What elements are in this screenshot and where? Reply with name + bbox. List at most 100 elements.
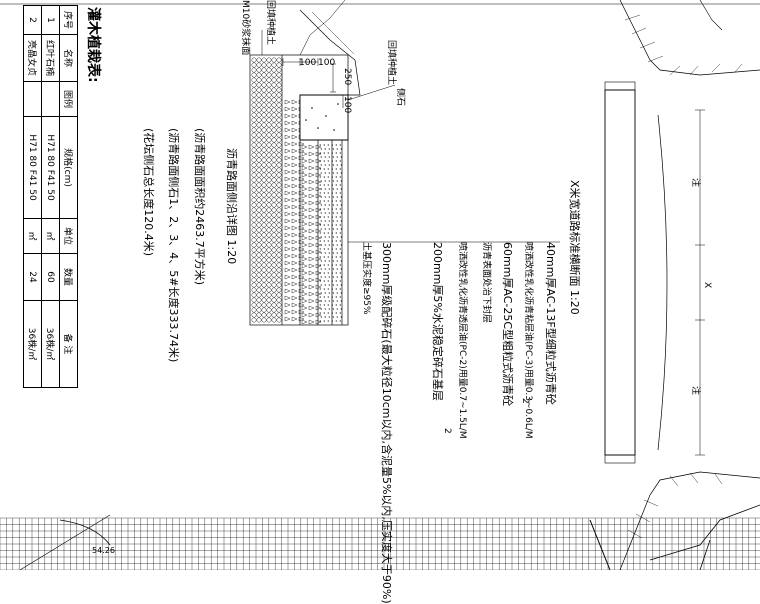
gravel-mark: [291, 106, 298, 112]
asphalt-mark: [323, 208, 325, 210]
aggregate-mark: [266, 82, 272, 88]
aggregate-mark: [251, 247, 257, 253]
aggregate-mark: [261, 212, 267, 218]
header-cell: 名称: [59, 34, 78, 82]
aggregate-mark: [251, 222, 257, 228]
aggregate-mark: [261, 257, 267, 263]
aggregate-mark: [256, 87, 262, 93]
gravel-mark: [315, 207, 322, 213]
header-cell: 规格(cm): [59, 116, 78, 219]
asphalt-mark: [328, 156, 330, 158]
gravel-mark: [301, 228, 308, 234]
gravel-mark: [298, 190, 305, 196]
road-cross-section: [604, 0, 760, 570]
drawing-canvas: [0, 0, 760, 570]
asphalt-mark: [320, 308, 322, 310]
aggregate-mark: [256, 212, 262, 218]
asphalt-mark: [319, 184, 321, 186]
aggregate-mark: [276, 57, 282, 63]
asphalt-mark: [340, 212, 342, 214]
aggregate-mark: [271, 132, 277, 138]
asphalt-mark: [332, 260, 334, 262]
aggregate-mark: [261, 147, 267, 153]
asphalt-mark: [323, 200, 325, 202]
aggregate-mark: [251, 107, 257, 113]
aggregate-mark: [276, 142, 282, 148]
label-soil-2: 回填种植土: [386, 40, 396, 86]
asphalt-mark: [336, 268, 338, 270]
asphalt-mark: [320, 164, 322, 166]
aggregate-mark: [256, 157, 262, 163]
aggregate-mark: [266, 182, 272, 188]
gravel-mark: [298, 183, 305, 189]
aggregate-mark: [251, 297, 257, 303]
table-cell: 2: [23, 5, 42, 35]
aggregate-mark: [256, 62, 262, 68]
asphalt-mark: [320, 300, 322, 302]
aggregate-mark: [266, 237, 272, 243]
aggregate-mark: [276, 232, 282, 238]
header-cell: 单位: [59, 218, 78, 254]
aggregate-mark: [271, 207, 277, 213]
aggregate-mark: [261, 92, 267, 98]
asphalt-mark: [323, 240, 325, 242]
aggregate-mark: [261, 172, 267, 178]
aggregate-mark: [261, 177, 267, 183]
gravel-mark: [298, 204, 305, 210]
asphalt-mark: [328, 164, 330, 166]
aggregate-mark: [251, 232, 257, 238]
aggregate-mark: [261, 262, 267, 268]
aggregate-mark: [256, 192, 262, 198]
gravel-mark: [308, 179, 315, 185]
asphalt-mark: [340, 244, 342, 246]
aggregate-mark: [271, 147, 277, 153]
aggregate-mark: [251, 92, 257, 98]
asphalt-mark: [335, 176, 337, 178]
aggregate-mark: [266, 297, 272, 303]
asphalt-mark: [336, 228, 338, 230]
asphalt-mark: [319, 200, 321, 202]
aggregate-mark: [251, 122, 257, 128]
asphalt-mark: [320, 268, 322, 270]
aggregate-mark: [256, 57, 262, 63]
asphalt-mark: [323, 296, 325, 298]
asphalt-mark: [324, 292, 326, 294]
aggregate-mark: [266, 122, 272, 128]
asphalt-mark: [323, 232, 325, 234]
gravel-mark: [284, 169, 291, 175]
asphalt-mark: [319, 264, 321, 266]
gravel-mark: [301, 235, 308, 241]
aggregate-mark: [256, 222, 262, 228]
layer-label: 喷洒改性乳化沥青透层油(PC-2)用量0.7~1.5L/M: [457, 242, 467, 439]
asphalt-mark: [336, 276, 338, 278]
table-cell: 36株/㎡: [23, 300, 42, 388]
gravel-mark: [301, 207, 308, 213]
plant-table: 序号 名称 图例 规格(cm) 单位 数量 备 注 1 红叶石楠 H71 80 …: [23, 5, 78, 388]
aggregate-mark: [256, 262, 262, 268]
aggregate-mark: [261, 287, 267, 293]
aggregate-mark: [261, 112, 267, 118]
layer-label: 喷洒改性乳化沥青粘层油(PC-3)用量0.3~0.6L/M: [523, 242, 533, 439]
aggregate-mark: [276, 317, 282, 323]
asphalt-mark: [323, 256, 325, 258]
aggregate-mark: [276, 122, 282, 128]
gravel-mark: [301, 284, 308, 290]
asphalt-mark: [323, 280, 325, 282]
aggregate-mark: [271, 152, 277, 158]
asphalt-mark: [340, 196, 342, 198]
gravel-mark: [291, 225, 298, 231]
asphalt-mark: [324, 276, 326, 278]
asphalt-mark: [339, 208, 341, 210]
gravel-mark: [308, 312, 315, 318]
aggregate-mark: [266, 217, 272, 223]
aggregate-mark: [276, 217, 282, 223]
aggregate-mark: [256, 202, 262, 208]
table-header-row: 序号 名称 图例 规格(cm) 单位 数量 备 注: [59, 5, 78, 388]
gravel-mark: [291, 253, 298, 259]
table-cell: H71 80 F41 50: [23, 116, 42, 219]
aggregate-mark: [256, 287, 262, 293]
grid-stamp: 54.26: [92, 546, 115, 555]
asphalt-mark: [324, 148, 326, 150]
asphalt-mark: [336, 180, 338, 182]
aggregate-mark: [276, 207, 282, 213]
